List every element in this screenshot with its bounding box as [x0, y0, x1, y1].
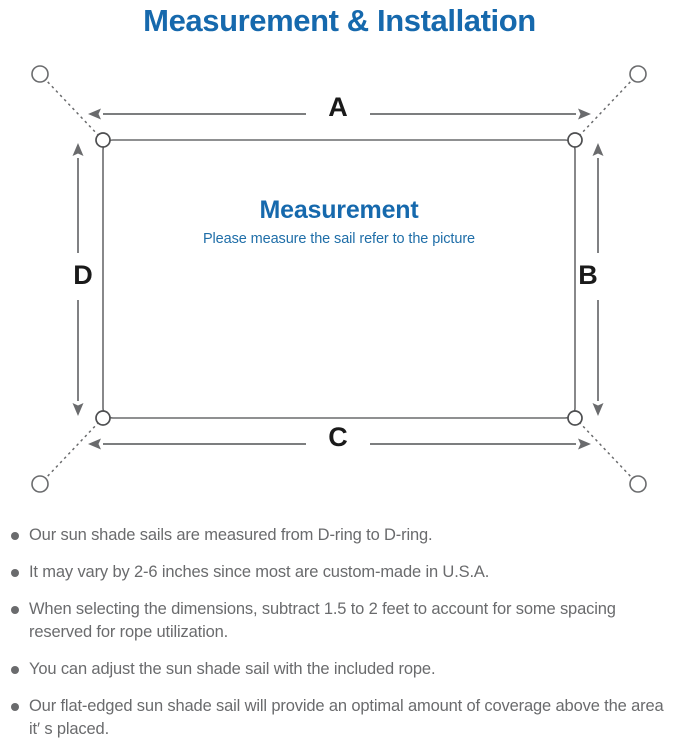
- dimension-arrow-d-top: [72, 143, 84, 156]
- d-ring-bottom-right: [567, 410, 583, 426]
- anchor-ring-bottom-right: [629, 475, 647, 493]
- dimension-arrow-a-left: [88, 108, 101, 120]
- dimension-label-a: A: [328, 92, 348, 122]
- dimension-arrow-b-bottom: [592, 403, 604, 416]
- notes-list: Our sun shade sails are measured from D-…: [0, 524, 679, 755]
- rope-top-left: [43, 77, 100, 137]
- dimension-arrow-b-top: [592, 143, 604, 156]
- bullet-icon: [11, 606, 19, 614]
- dimension-label-d: D: [73, 260, 93, 290]
- d-ring-top-right: [567, 132, 583, 148]
- bullet-icon: [11, 569, 19, 577]
- note-text: When selecting the dimensions, subtract …: [29, 600, 616, 641]
- note-text: You can adjust the sun shade sail with t…: [29, 660, 436, 678]
- list-item: It may vary by 2-6 inches since most are…: [0, 561, 679, 584]
- dimension-arrow-d-bottom: [72, 403, 84, 416]
- dimension-label-b: B: [578, 260, 598, 290]
- note-text: It may vary by 2-6 inches since most are…: [29, 563, 490, 581]
- rope-top-right: [578, 77, 635, 137]
- anchor-ring-bottom-left: [31, 475, 49, 493]
- list-item: When selecting the dimensions, subtract …: [0, 598, 679, 644]
- list-item: Our flat-edged sun shade sail will provi…: [0, 695, 679, 741]
- dimension-arrow-c-right: [578, 438, 591, 450]
- measurement-installation-page: Measurement & Installation: [0, 3, 679, 738]
- rope-bottom-left: [43, 421, 100, 481]
- list-item: Our sun shade sails are measured from D-…: [0, 524, 679, 547]
- sail-diagram: [0, 46, 679, 516]
- sail-body-outline: [102, 139, 576, 419]
- dimension-label-c: C: [328, 422, 348, 452]
- d-ring-bottom-left: [95, 410, 111, 426]
- page-title: Measurement & Installation: [143, 3, 536, 38]
- note-text: Our sun shade sails are measured from D-…: [29, 526, 433, 544]
- dimension-arrow-a-right: [578, 108, 591, 120]
- bullet-icon: [11, 666, 19, 674]
- bullet-icon: [11, 703, 19, 711]
- dimension-arrow-c-left: [88, 438, 101, 450]
- list-item: You can adjust the sun shade sail with t…: [0, 658, 679, 681]
- anchor-ring-top-right: [629, 65, 647, 83]
- anchor-ring-top-left: [31, 65, 49, 83]
- sail-diagram-svg: [31, 65, 647, 493]
- bullet-icon: [11, 532, 19, 540]
- d-ring-top-left: [95, 132, 111, 148]
- note-text: Our flat-edged sun shade sail will provi…: [29, 697, 664, 738]
- rope-bottom-right: [578, 421, 635, 481]
